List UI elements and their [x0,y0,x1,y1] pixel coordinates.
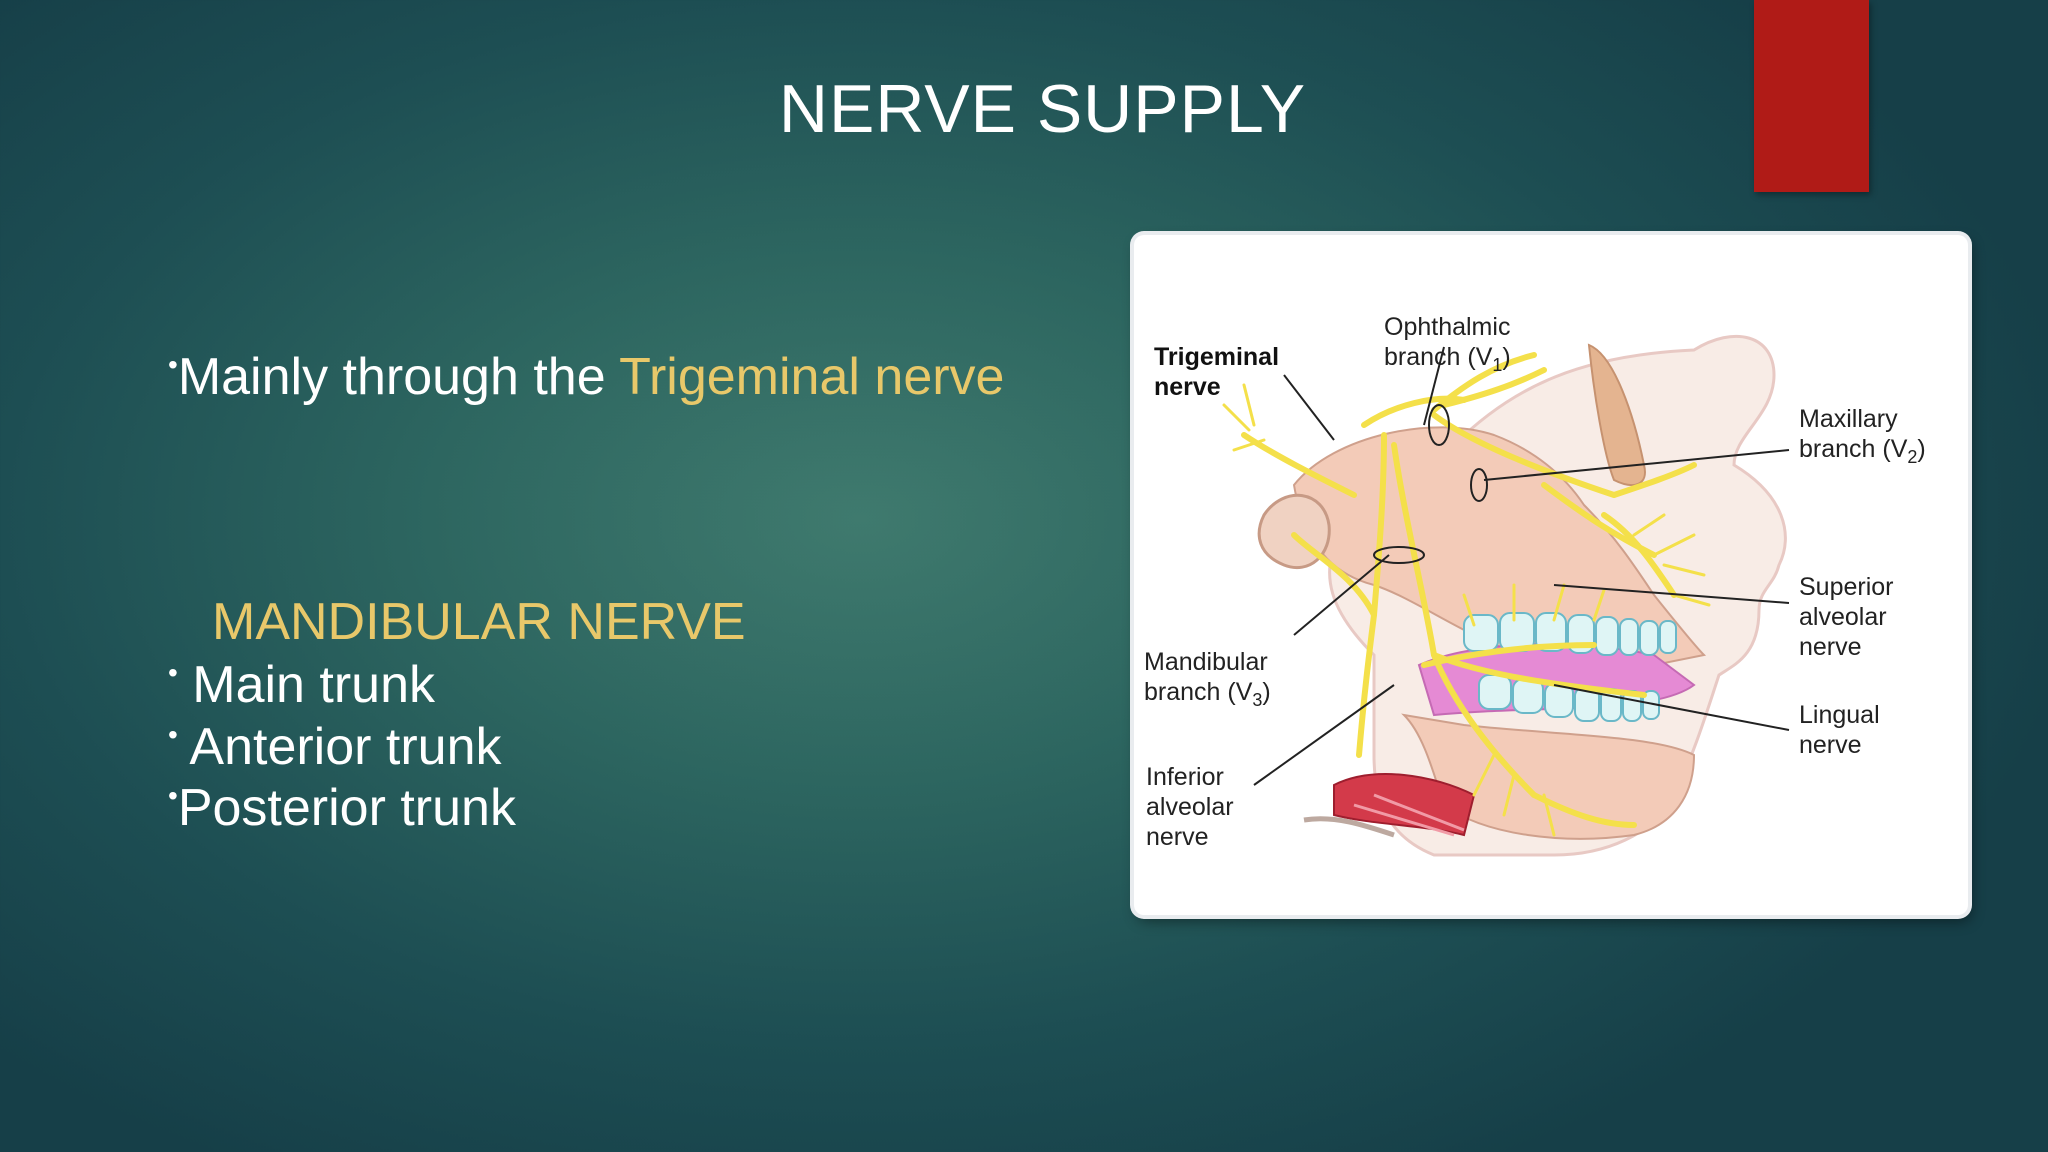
label-inferior-3: nerve [1146,823,1209,851]
highlight-trigeminal: Trigeminal nerve [619,348,1005,406]
label-maxillary-2: branch (V2) [1799,435,1926,467]
slide-title: NERVE SUPPLY [778,71,1307,147]
upper-teeth [1463,612,1677,656]
label-ophthalmic-2: branch (V1) [1384,343,1511,375]
label-inferior-2: alveolar [1146,793,1234,821]
list-item-label: Main trunk [177,656,436,714]
label-trigeminal-2: nerve [1154,373,1221,401]
label-maxillary-1: Maxillary [1799,405,1898,433]
bullet-text: Mainly through the [177,348,620,406]
bullet-marker: • [168,719,178,750]
red-accent-bar [1754,0,1869,192]
label-lingual-1: Lingual [1799,701,1880,729]
bullet-marker: • [168,780,178,811]
label-trigeminal-1: Trigeminal [1154,343,1279,371]
nerve-fine-branches [1222,383,1711,837]
trigeminal-nerve-diagram: Trigeminal nerve Ophthalmic branch (V1) … [1134,235,1968,915]
list-item-label: Anterior trunk [177,718,502,776]
label-ophthalmic-1: Ophthalmic [1384,313,1510,341]
nerve-tracts [1241,352,1697,828]
label-mandibular-1: Mandibular [1144,648,1268,676]
label-inferior-1: Inferior [1146,763,1224,791]
list-item-main-trunk: • Main trunk [168,655,435,715]
label-superior-3: nerve [1799,633,1862,661]
list-item-label: Posterior trunk [177,779,516,837]
label-mandibular-2: branch (V3) [1144,678,1271,710]
bullet-marker: • [168,349,178,380]
label-lingual-2: nerve [1799,731,1862,759]
leader-lines [1253,346,1790,786]
muscle-shape [1303,773,1476,838]
bullet-trigeminal: •Mainly through the Trigeminal nerve [168,347,1004,407]
list-item-posterior-trunk: •Posterior trunk [168,778,516,838]
label-superior-2: alveolar [1799,603,1887,631]
list-item-anterior-trunk: • Anterior trunk [168,717,502,777]
bullet-marker: • [168,657,178,688]
sub-heading-mandibular: MANDIBULAR NERVE [212,593,746,651]
label-superior-1: Superior [1799,573,1894,601]
